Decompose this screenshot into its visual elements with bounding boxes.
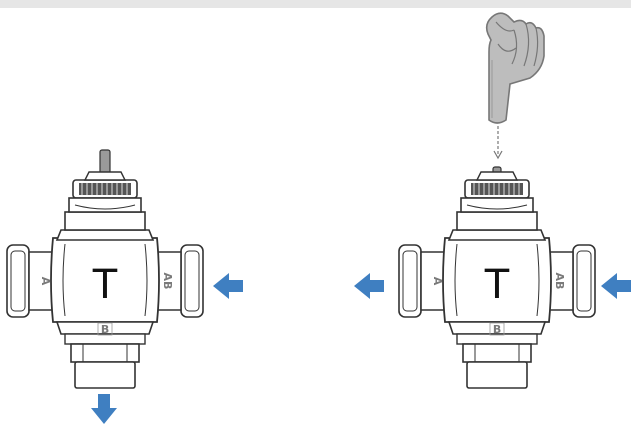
- flow-arrow-icon: [354, 273, 384, 299]
- valve-right-port-a-label: A: [431, 277, 444, 286]
- dashed-down-arrow-icon: [493, 126, 503, 160]
- valve-right: T A AB B: [398, 166, 596, 389]
- valve-right-center-label: T: [484, 262, 510, 308]
- pressing-hand-icon: [485, 12, 545, 124]
- flow-arrow-icon: [601, 273, 631, 299]
- valve-right-port-ab-label: AB: [553, 273, 566, 290]
- valve-left-port-ab-label: AB: [161, 273, 174, 290]
- top-bar: [0, 0, 631, 8]
- valve-left: T A AB B: [6, 149, 204, 389]
- valve-right-port-b-label: B: [493, 323, 501, 336]
- valve-left-port-b-label: B: [101, 323, 109, 336]
- flow-arrow-icon: [213, 273, 243, 299]
- valve-left-center-label: T: [92, 262, 118, 308]
- flow-arrow-icon: [91, 394, 117, 424]
- valve-left-port-a-label: A: [39, 277, 52, 286]
- valve-stem-raised: [99, 149, 111, 175]
